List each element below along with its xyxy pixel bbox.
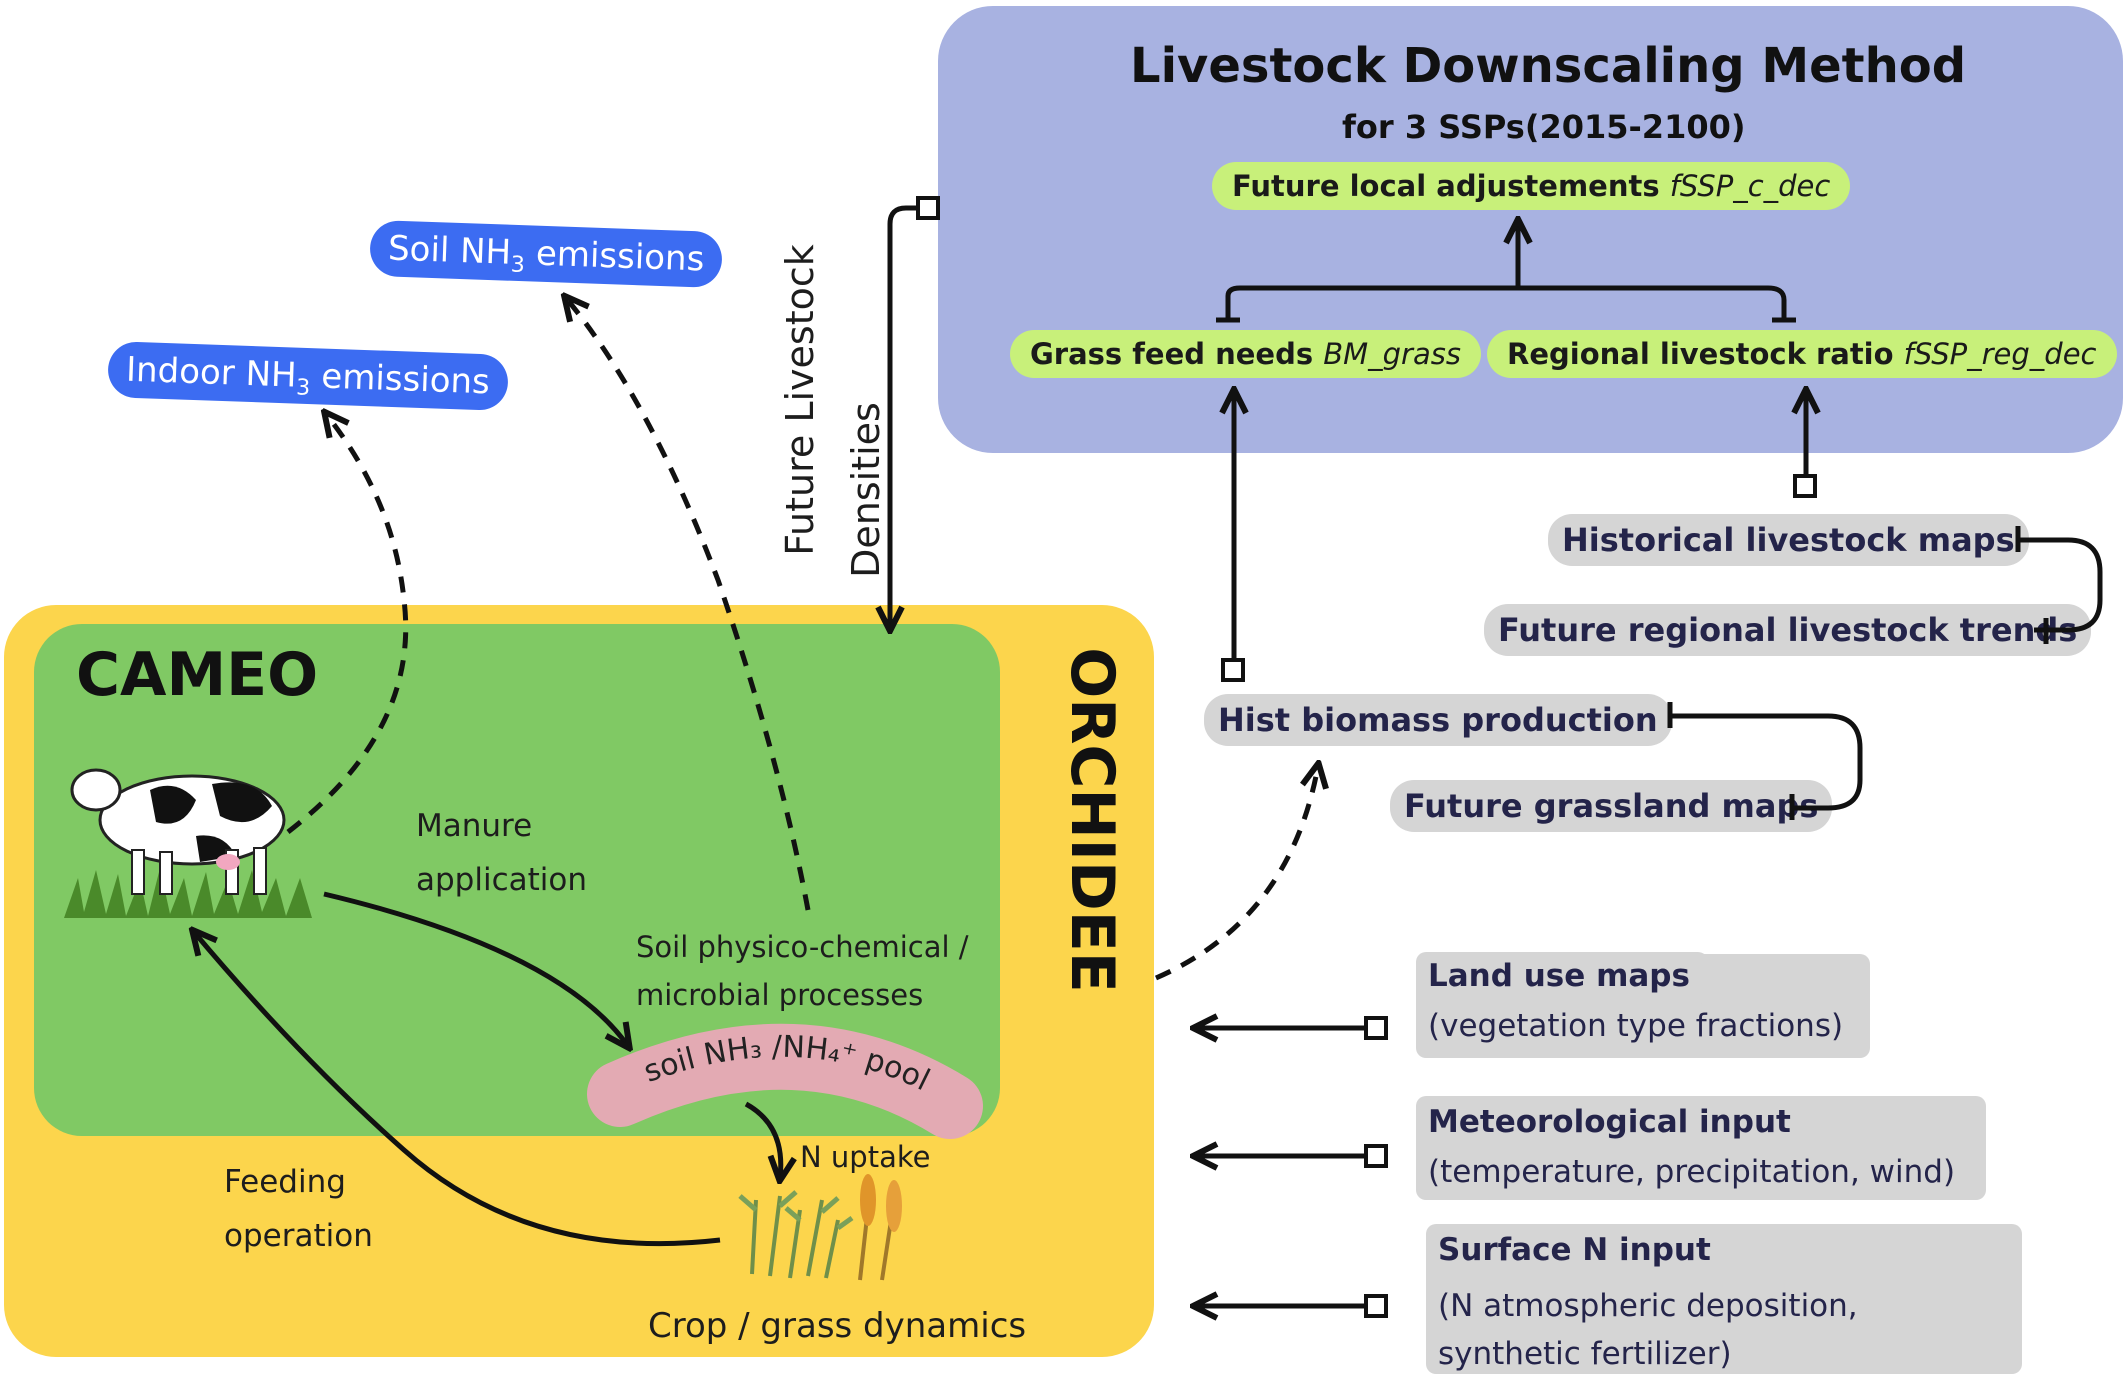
cow-spot-1 [150, 785, 196, 824]
future-densities-connector [890, 205, 926, 628]
feeding-line1: Feeding [224, 1164, 346, 1200]
land-use-connector-square [1364, 1016, 1388, 1040]
future-local-adjustments-pill: Future local adjustements fSSP_c_dec [1212, 162, 1851, 210]
cow-head [70, 768, 122, 812]
soil-to-soil-emissions-arrow [566, 298, 811, 911]
future-densities-connector-square [916, 196, 940, 220]
surface-n-input-block [1426, 1224, 2022, 1374]
regional-livestock-ratio-label: Regional livestock ratio [1507, 337, 1894, 371]
grass-feed-needs-label: Grass feed needs [1030, 337, 1314, 371]
crop-grass-dynamics-label: Crop / grass dynamics [648, 1306, 1027, 1346]
manure-line1: Manure [416, 808, 533, 844]
meteorological-input-desc: (temperature, precipitation, wind) [1428, 1154, 1956, 1190]
cow-udder [216, 854, 240, 870]
wheat-ear-2 [886, 1180, 902, 1232]
wheat-ear-1 [860, 1174, 876, 1226]
hist-biomass-to-grassland-bracket [1667, 702, 1863, 820]
meteorological-input-block [1416, 1096, 1986, 1200]
feeding-line2: operation [224, 1218, 373, 1254]
feeding-operation-arrow [194, 932, 721, 1247]
ldm-title: Livestock Downscaling Method [1130, 38, 1967, 94]
crop-illustration [738, 1174, 902, 1281]
surface-n-input-desc: (N atmospheric deposition, synthetic fer… [1438, 1288, 1858, 1372]
manure-line2: application [416, 862, 587, 898]
cow-leg-1 [131, 849, 145, 895]
cow-to-indoor-emissions-arrow [286, 414, 409, 834]
grass-feed-needs-var: BM_grass [1323, 337, 1461, 371]
cameo-label: CAMEO [76, 640, 319, 710]
manure-application-arrow [323, 891, 628, 1046]
future-local-adjustments-var: fSSP_c_dec [1669, 169, 1831, 203]
grass-leaves [738, 1190, 854, 1231]
land-use-maps-desc: (vegetation type fractions) [1428, 1008, 1844, 1044]
future-regional-livestock-trends: Future regional livestock trends [1484, 604, 2092, 656]
hist-livestock-connector-square [1793, 474, 1817, 498]
soil-processes-line2: microbial processes [636, 978, 924, 1012]
land-use-title-bg [1416, 952, 1708, 1004]
n-uptake-label: N uptake [800, 1140, 931, 1174]
surface-n-connector-square [1364, 1294, 1388, 1318]
historical-livestock-maps: Historical livestock maps [1548, 514, 2029, 566]
soil-pool-band [587, 1023, 983, 1139]
grass-feed-needs-pill: Grass feed needs BM_grass [1010, 330, 1481, 378]
cow-leg-2 [159, 851, 173, 895]
regional-livestock-ratio-pill: Regional livestock ratio fSSP_reg_dec [1487, 330, 2117, 378]
meteorological-connector-square [1364, 1144, 1388, 1168]
cow-illustration [64, 768, 312, 918]
regional-livestock-ratio-var: fSSP_reg_dec [1903, 337, 2097, 371]
soil-processes-line1: Soil physico-chemical / [636, 930, 969, 964]
ldm-subtitle: for 3 SSPs(2015-2100) [1342, 108, 1746, 146]
n-uptake-arrow [744, 1101, 781, 1178]
future-grassland-maps: Future grassland maps [1390, 780, 1833, 832]
cow-spot-2 [212, 782, 272, 823]
hist-biomass-connector-square [1221, 658, 1245, 682]
surface-n-input-title: Surface N input [1438, 1232, 1711, 1268]
grass-under-cow [64, 868, 312, 918]
meteorological-input-title: Meteorological input [1428, 1104, 1791, 1140]
hist-livestock-to-trends-bracket [2015, 526, 2103, 644]
cow-leg-4 [253, 847, 267, 895]
land-use-maps-title: Land use maps [1428, 958, 1690, 994]
orchidee-to-hist-biomass-arrow [1155, 766, 1318, 981]
grass-stems [750, 1195, 840, 1279]
hist-biomass-production: Hist biomass production [1204, 694, 1672, 746]
tree-horizontal-bracket [1225, 285, 1787, 318]
future-local-adjustments-label: Future local adjustements [1232, 169, 1660, 203]
